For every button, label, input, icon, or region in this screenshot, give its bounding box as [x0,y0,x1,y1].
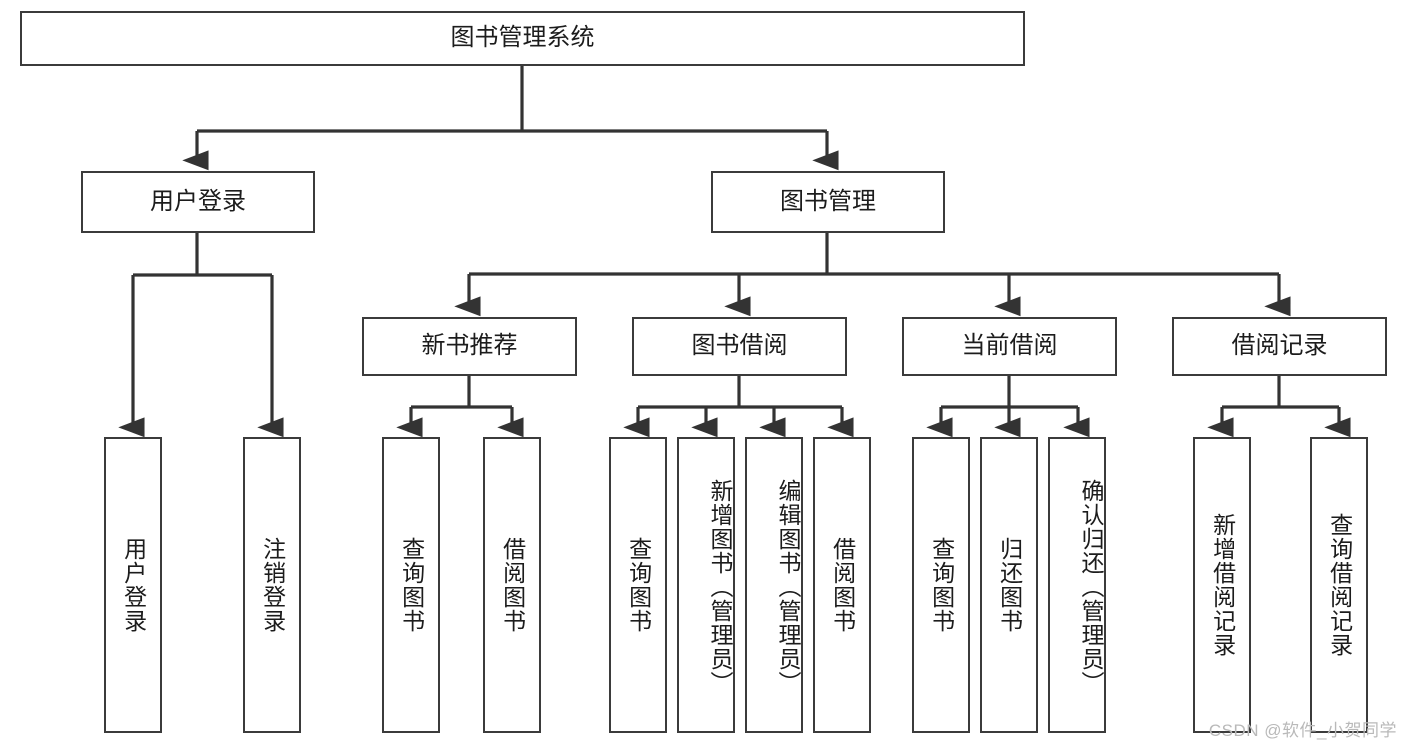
leaf-label: 查询图书 [928,537,955,633]
node-user-login[interactable]: 用户登录 [81,171,315,233]
node-book-manage[interactable]: 图书管理 [711,171,945,233]
node-new-book-recommend[interactable]: 新书推荐 [362,317,577,376]
leaf-new-book-borrow[interactable]: 借阅图书 [483,437,541,733]
node-label: 图书管理 [780,187,876,215]
node-label: 新书推荐 [421,332,518,360]
leaf-current-return-book[interactable]: 归还图书 [980,437,1038,733]
watermark-text: CSDN @软件_小贺同学 [1208,721,1397,740]
node-borrow-record[interactable]: 借阅记录 [1172,317,1387,376]
leaf-label: 新增借阅记录 [1209,513,1236,657]
leaf-label: 借阅图书 [499,537,526,633]
leaf-user-login-logout[interactable]: 注销登录 [243,437,301,733]
leaf-label: 查询借阅记录 [1326,513,1353,657]
leaf-borrow-add-book-admin[interactable]: 新增图书（管理员） [677,437,735,733]
leaf-current-confirm-return-admin[interactable]: 确认归还（管理员） [1048,437,1106,733]
leaf-user-login-login[interactable]: 用户登录 [104,437,162,733]
leaf-label: 归还图书 [996,537,1023,633]
leaf-record-add-record[interactable]: 新增借阅记录 [1193,437,1251,733]
node-label: 用户登录 [150,187,246,215]
leaf-label: 查询图书 [398,537,425,633]
leaf-record-query-record[interactable]: 查询借阅记录 [1310,437,1368,733]
node-root-system[interactable]: 图书管理系统 [20,11,1025,66]
node-label: 当前借阅 [961,332,1058,360]
node-current-borrow[interactable]: 当前借阅 [902,317,1117,376]
leaf-current-query-book[interactable]: 查询图书 [912,437,970,733]
node-label: 借阅记录 [1231,332,1328,360]
leaf-label: 确认归还（管理员） [1078,479,1104,695]
leaf-borrow-edit-book-admin[interactable]: 编辑图书（管理员） [745,437,803,733]
node-label: 图书管理系统 [450,24,595,52]
leaf-borrow-borrow-book[interactable]: 借阅图书 [813,437,871,733]
leaf-label: 注销登录 [259,537,286,633]
node-label: 图书借阅 [691,332,788,360]
leaf-label: 借阅图书 [829,537,856,633]
leaf-borrow-query-book[interactable]: 查询图书 [609,437,667,733]
node-book-borrow[interactable]: 图书借阅 [632,317,847,376]
leaf-new-book-query[interactable]: 查询图书 [382,437,440,733]
leaf-label: 用户登录 [120,537,147,633]
leaf-label: 新增图书（管理员） [707,479,733,695]
leaf-label: 查询图书 [625,537,652,633]
leaf-label: 编辑图书（管理员） [775,479,801,695]
